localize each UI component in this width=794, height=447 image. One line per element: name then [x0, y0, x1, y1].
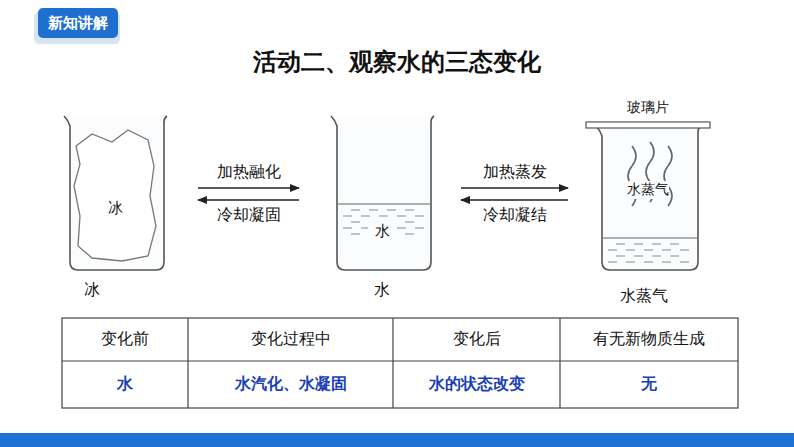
water-hatch — [634, 244, 643, 245]
table-data-cell: 水的状态改变 — [429, 374, 525, 395]
water-hatch — [670, 244, 679, 245]
water-hatch — [608, 250, 617, 251]
water-hatch — [397, 228, 406, 229]
arrow-connector — [198, 199, 299, 200]
glass-label: 玻璃片 — [627, 99, 669, 117]
water-hatch — [361, 216, 370, 217]
vapor-text: 水蒸气 — [627, 181, 669, 199]
water-hatch — [616, 256, 625, 257]
beaker-drawing — [62, 116, 168, 270]
water-surface — [338, 203, 430, 204]
table-header-cell: 有无新物质生成 — [593, 329, 705, 350]
water-hatch — [397, 216, 406, 217]
water-hatch — [387, 210, 396, 211]
water-hatch — [351, 210, 360, 211]
water-hatch — [343, 228, 352, 229]
diagram-title: 活动二、观察水的三态变化 — [253, 46, 541, 78]
table-data-cell: 无 — [641, 374, 657, 395]
beaker-drawing — [329, 116, 435, 270]
process-label: 冷却凝结 — [483, 205, 547, 226]
water-hatch — [405, 222, 414, 223]
process-label: 加热蒸发 — [483, 162, 547, 183]
water-hatch — [680, 250, 689, 251]
water-hatch — [343, 216, 352, 217]
arrow-connector — [461, 199, 568, 200]
beaker: 水水 — [329, 116, 435, 270]
water-surface — [603, 237, 697, 238]
state-label: 冰 — [84, 280, 100, 301]
water-hatch — [616, 244, 625, 245]
state-label: 水蒸气 — [620, 286, 668, 307]
water-hatch — [379, 216, 388, 217]
water-hatch — [405, 210, 414, 211]
glass-plate — [586, 122, 710, 128]
water-hatch — [415, 216, 424, 217]
state-label: 水 — [374, 280, 390, 301]
water-hatch — [680, 262, 689, 263]
water-hatch — [652, 244, 661, 245]
beaker-outline — [331, 116, 434, 270]
section-badge: 新知讲解 — [38, 8, 118, 38]
process-label: 加热融化 — [217, 162, 281, 183]
water-hatch — [415, 228, 424, 229]
water-hatch — [670, 256, 679, 257]
water-hatch — [369, 210, 378, 211]
water-hatch — [626, 262, 635, 263]
water-hatch — [652, 256, 661, 257]
table-header-cell: 变化前 — [101, 329, 149, 350]
table-data-cell: 水 — [117, 374, 133, 395]
beaker-outline — [64, 116, 167, 270]
water-hatch — [626, 250, 635, 251]
water-hatch — [644, 250, 653, 251]
arrow-connector — [461, 187, 568, 188]
water-hatch — [351, 222, 360, 223]
beaker: 冰冰 — [62, 116, 168, 270]
table-header-cell: 变化过程中 — [251, 329, 331, 350]
water-hatch — [634, 256, 643, 257]
beaker-outline — [596, 126, 701, 270]
ice-text: 冰 — [108, 199, 123, 218]
table-data-cell: 水汽化、水凝固 — [235, 374, 347, 395]
text-patch — [368, 220, 396, 242]
arrow-connector — [198, 187, 299, 188]
water-hatch — [608, 262, 617, 263]
badge-text: 新知讲解 — [48, 14, 108, 33]
process-label: 冷却凝固 — [217, 205, 281, 226]
ice-block — [74, 130, 156, 261]
water-hatch — [405, 234, 414, 235]
water-hatch — [662, 262, 671, 263]
water-hatch — [644, 262, 653, 263]
water-text: 水 — [375, 222, 390, 241]
water-hatch — [662, 250, 671, 251]
water-hatch — [351, 234, 360, 235]
table-header-cell: 变化后 — [453, 329, 501, 350]
beaker: 玻璃片水蒸气水蒸气 — [594, 98, 702, 270]
